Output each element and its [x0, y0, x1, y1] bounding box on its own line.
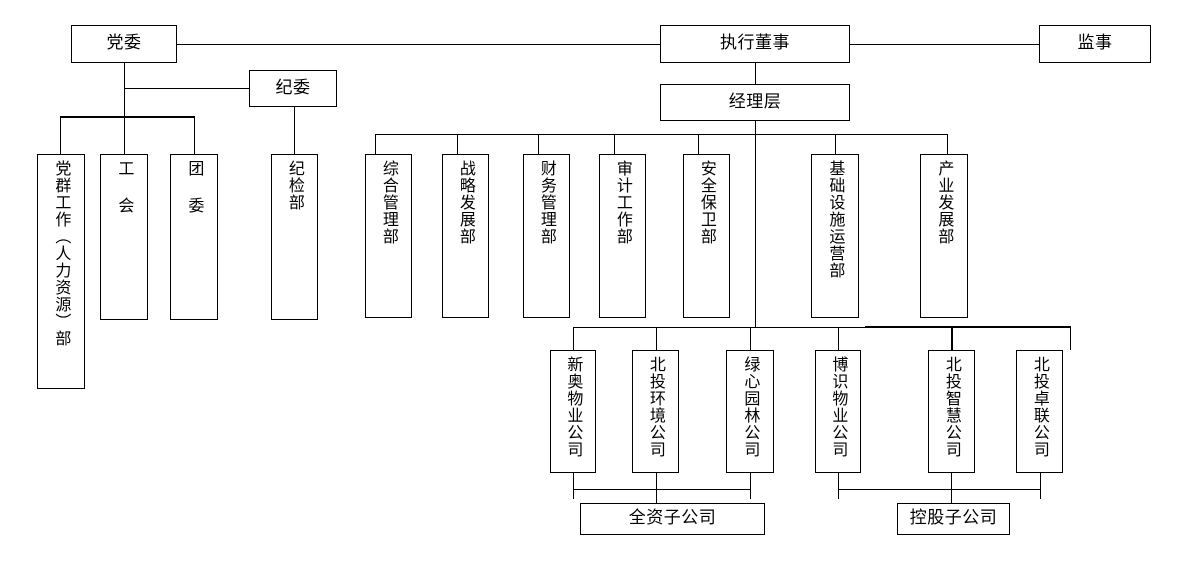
node-department-4[interactable]: 安全保卫部: [683, 154, 730, 318]
node-label: 纪委: [275, 77, 311, 98]
node-group-holding[interactable]: 控股子公司: [897, 503, 1010, 535]
node-label: 工 会: [115, 160, 135, 214]
node-label: 基础设施运营部: [826, 160, 846, 279]
node-label: 控股子公司: [909, 508, 998, 529]
connector-party-units-bus: [60, 116, 195, 118]
node-wholly-owned-company-1[interactable]: 北投环境公司: [632, 350, 679, 473]
node-department-3[interactable]: 审计工作部: [599, 154, 646, 318]
node-label: 北投环境公司: [646, 356, 666, 458]
node-department-1[interactable]: 战略发展部: [442, 154, 489, 318]
node-department-0[interactable]: 综合管理部: [365, 154, 412, 318]
node-label: 纪检部: [285, 160, 305, 211]
node-label: 战略发展部: [456, 160, 476, 245]
connector-up-holding-1: [951, 473, 952, 499]
connector-discipline-jijianbu: [294, 107, 295, 154]
node-department-2[interactable]: 财务管理部: [523, 154, 570, 318]
node-holding-company-1[interactable]: 北投智慧公司: [928, 350, 975, 473]
connector-drop-company-0: [573, 327, 574, 350]
node-label: 全资子公司: [628, 508, 717, 529]
connector-drop-company-1: [656, 327, 657, 350]
connector-drop-dept-4: [698, 134, 699, 154]
connector-drop-dept-3: [614, 134, 615, 154]
connector-up-holding-0: [838, 473, 839, 499]
node-label: 执行董事: [720, 33, 790, 54]
connector-holding-group-bus: [838, 489, 1041, 490]
node-executive-director[interactable]: 执行董事: [660, 25, 850, 63]
node-discipline-unit-0[interactable]: 纪检部: [271, 154, 318, 320]
connector-departments-bus: [375, 134, 947, 135]
node-party-unit-1[interactable]: 工 会: [100, 154, 148, 320]
node-management-level[interactable]: 经理层: [660, 84, 850, 121]
connector-drop-dept-2: [538, 134, 539, 154]
connector-up-wholly-1: [656, 473, 657, 499]
connector-party-director: [177, 44, 660, 45]
connector-wholly-group-bus: [573, 489, 751, 490]
node-label: 党委: [106, 33, 142, 54]
connector-drop-youth-league: [194, 116, 195, 154]
connector-holding-group-stem: [951, 489, 952, 503]
connector-subsidiaries-bus-left: [573, 327, 865, 328]
node-label: 北投卓联公司: [1030, 356, 1050, 458]
connector-management-trunk: [755, 121, 756, 327]
connector-drop-company-3: [838, 327, 839, 350]
connector-subsidiaries-bus-right: [865, 326, 1071, 328]
node-group-wholly-owned[interactable]: 全资子公司: [580, 503, 765, 535]
connector-wholly-group-stem: [656, 489, 657, 503]
node-label: 产业发展部: [935, 160, 955, 245]
connector-party-discipline: [124, 88, 249, 89]
node-label: 经理层: [728, 91, 782, 112]
connector-drop-dept-5: [835, 134, 836, 154]
connector-drop-company-4: [951, 327, 953, 350]
node-discipline-committee[interactable]: 纪委: [249, 70, 337, 107]
node-label: 党群工作（人力资源）部: [52, 160, 72, 347]
connector-up-wholly-2: [750, 473, 751, 499]
connector-drop-party-group: [60, 116, 61, 154]
node-label: 北投智慧公司: [942, 356, 962, 458]
connector-drop-company-5: [1070, 327, 1071, 350]
node-label: 绿心园林公司: [741, 356, 761, 458]
node-wholly-owned-company-2[interactable]: 绿心园林公司: [726, 350, 774, 473]
node-label: 安全保卫部: [697, 160, 717, 245]
connector-party-stem: [124, 63, 125, 154]
node-department-5[interactable]: 基础设施运营部: [811, 154, 859, 318]
node-label: 综合管理部: [379, 160, 399, 245]
node-label: 审计工作部: [613, 160, 633, 245]
node-party-committee[interactable]: 党委: [71, 25, 177, 63]
connector-up-wholly-0: [573, 473, 574, 499]
connector-drop-dept-6: [947, 134, 948, 154]
node-department-6[interactable]: 产业发展部: [920, 154, 968, 318]
node-party-unit-2[interactable]: 团 委: [170, 154, 218, 320]
connector-drop-dept-1: [457, 134, 458, 154]
connector-director-supervisor: [850, 44, 1039, 45]
connector-drop-dept-0: [375, 134, 376, 154]
node-party-unit-0[interactable]: 党群工作（人力资源）部: [37, 154, 85, 389]
node-wholly-owned-company-0[interactable]: 新奥物业公司: [550, 350, 596, 473]
node-label: 新奥物业公司: [564, 356, 584, 458]
node-label: 监事: [1077, 33, 1113, 54]
node-holding-company-2[interactable]: 北投卓联公司: [1016, 350, 1063, 473]
node-label: 博识物业公司: [829, 356, 849, 458]
node-holding-company-0[interactable]: 博识物业公司: [815, 350, 861, 473]
connector-drop-company-2: [750, 327, 751, 350]
connector-director-management: [755, 63, 756, 84]
node-label: 财务管理部: [537, 160, 557, 245]
node-supervisor[interactable]: 监事: [1039, 25, 1151, 63]
connector-drop-union: [124, 116, 125, 154]
node-label: 团 委: [185, 160, 205, 214]
connector-up-holding-2: [1040, 473, 1041, 499]
